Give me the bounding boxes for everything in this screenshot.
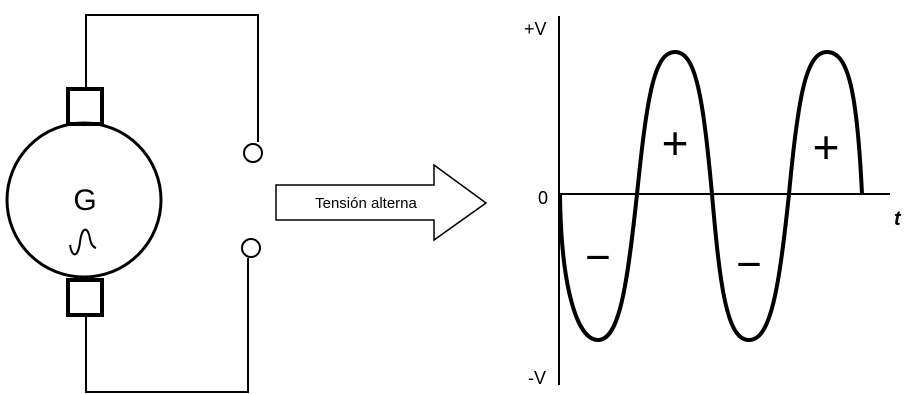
- generator-symbol-letter: G: [73, 184, 96, 217]
- x-axis-label: t: [894, 208, 902, 230]
- generator-circuit: G: [5, 14, 263, 393]
- sign-negative-2: −: [736, 240, 762, 289]
- top-brush: [66, 87, 104, 126]
- y-zero-label: 0: [538, 188, 548, 208]
- sign-positive-2: +: [813, 121, 840, 173]
- y-top-label: +V: [524, 19, 547, 39]
- bottom-terminal: [241, 238, 261, 258]
- generator-body: [5, 121, 163, 279]
- sign-positive-1: +: [662, 117, 689, 169]
- bottom-brush: [66, 278, 104, 317]
- top-wire: [85, 14, 259, 142]
- sign-negative-1: −: [585, 233, 611, 282]
- sine-wave: [558, 50, 864, 342]
- ac-sine-icon: [69, 228, 97, 256]
- top-terminal: [243, 143, 263, 163]
- right-arrow-icon: [275, 163, 488, 242]
- bottom-wire: [85, 258, 249, 393]
- tension-arrow: Tensión alterna: [275, 163, 488, 242]
- arrow-label: Tensión alterna: [315, 195, 417, 212]
- voltage-graph: +V 0 -V t − + − +: [524, 16, 902, 388]
- y-bottom-label: -V: [528, 368, 546, 388]
